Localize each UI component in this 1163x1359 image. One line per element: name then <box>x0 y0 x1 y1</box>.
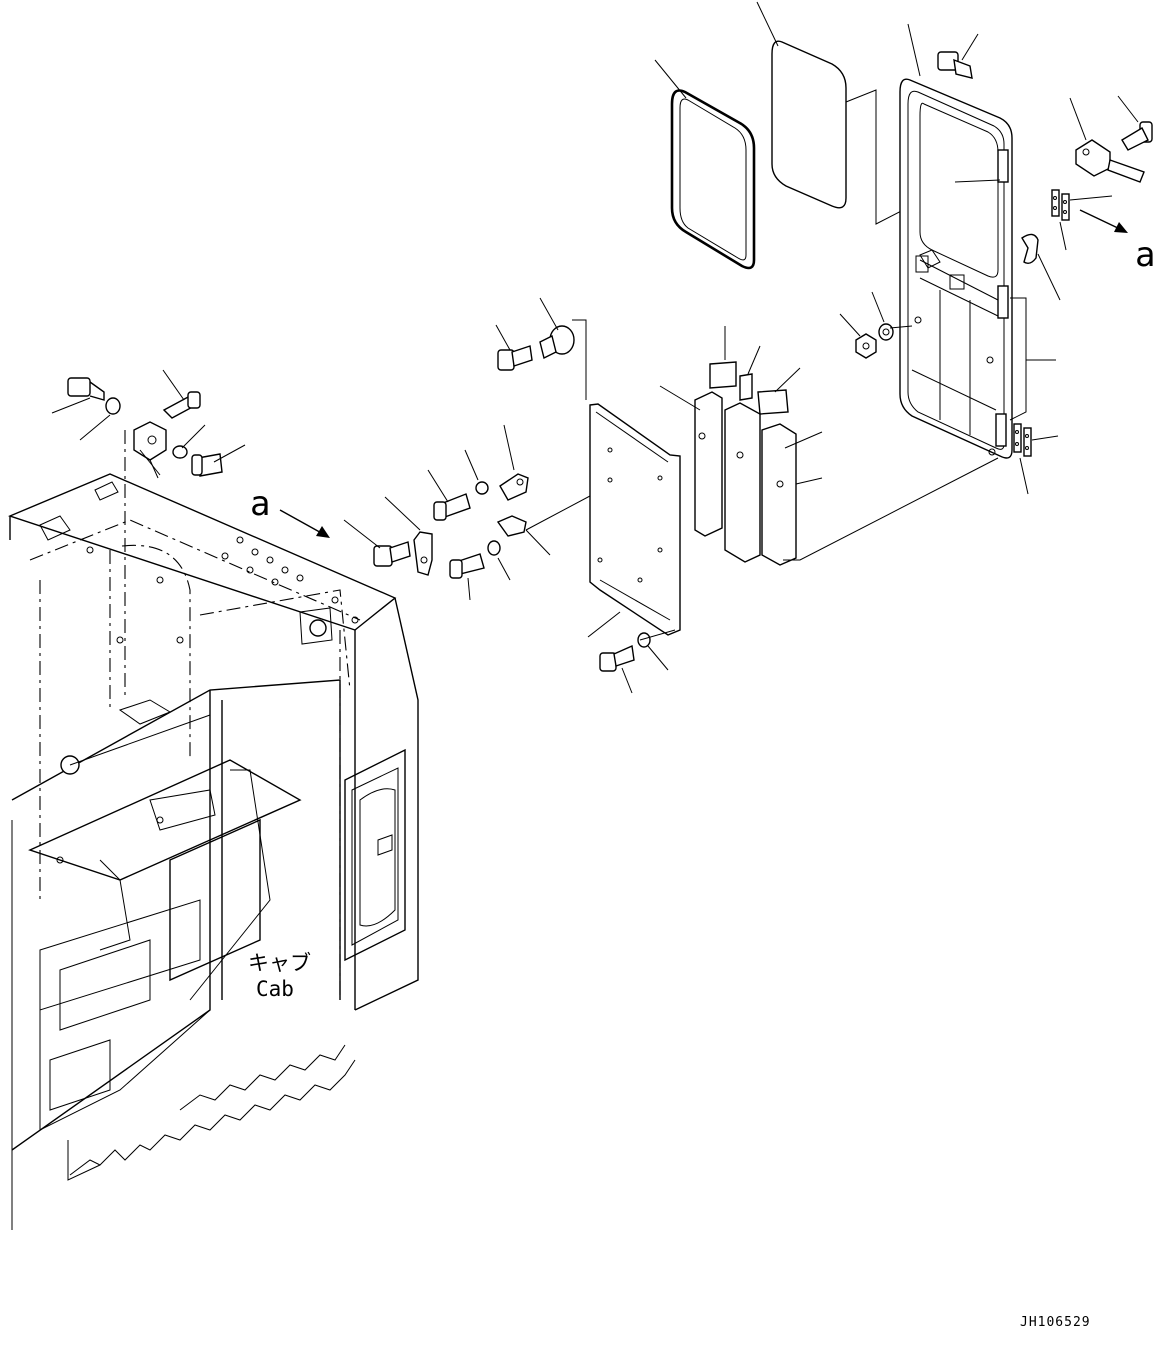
view-arrow-right: a <box>1079 209 1155 275</box>
shims-upper <box>1051 189 1113 251</box>
view-arrow-left: a <box>250 484 330 538</box>
stopper-rubber <box>539 325 575 360</box>
stay-bracket <box>413 531 433 576</box>
view-arrow-label-right: a <box>1135 235 1155 275</box>
cab-label-en: Cab <box>256 977 294 1001</box>
stopper-bolt <box>497 345 533 371</box>
catch-lower <box>496 515 527 537</box>
drawing-id: JH106529 <box>1020 1315 1091 1330</box>
catch-upper <box>499 473 529 501</box>
shims-lower <box>1013 423 1059 495</box>
stay-bolt <box>373 541 411 567</box>
cab-body <box>8 473 419 1230</box>
washer-2 <box>172 445 188 459</box>
roof-bolt-holes <box>56 536 359 864</box>
door-handle <box>1021 233 1061 301</box>
middle-hardware <box>343 424 606 601</box>
frame-bolt-top <box>937 33 979 79</box>
insulation-pads <box>659 326 823 566</box>
hinge-bolt-2 <box>162 391 201 419</box>
cab-label-jp: キャブ <box>248 951 311 975</box>
door-latch <box>1069 95 1153 183</box>
window-seal <box>654 59 756 270</box>
door-inner-panel <box>587 403 681 638</box>
catch-washer-lower <box>487 540 501 556</box>
hinge-bolt-3 <box>191 453 223 477</box>
hinge-bolt-1 <box>67 377 105 401</box>
hinge-bracket <box>133 421 167 476</box>
frame-nut <box>839 291 913 359</box>
door-frame <box>783 23 1056 561</box>
left-hinge-parts <box>51 369 246 700</box>
stopper-parts <box>495 297 587 400</box>
washer-1 <box>105 397 121 415</box>
catch-washer-upper <box>475 481 489 495</box>
catch-bolt-upper <box>433 493 471 521</box>
view-arrow-label-left: a <box>250 484 270 524</box>
latch-bolt <box>1121 121 1153 151</box>
panel-bolt <box>599 629 676 694</box>
catch-bolt-lower <box>449 553 485 579</box>
